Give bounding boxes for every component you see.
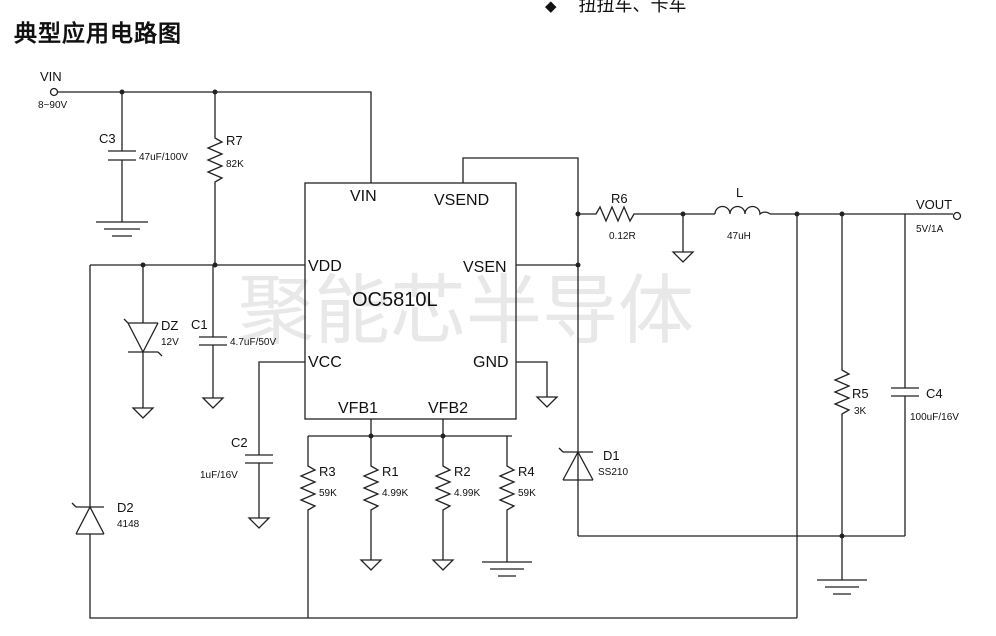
junction-dot — [212, 262, 218, 268]
r5-value: 3K — [854, 406, 867, 417]
vin-rail — [58, 91, 372, 183]
l-label: L — [736, 185, 743, 200]
r1-label: R1 — [382, 464, 399, 479]
vsend-wire — [462, 157, 579, 536]
chip-name: OC5810L — [352, 289, 438, 311]
zener-bend — [123, 318, 163, 357]
page-title: 典型应用电路图 — [14, 21, 182, 47]
r4-label: R4 — [518, 464, 535, 479]
r3-resistor — [299, 436, 317, 618]
ground-icon — [431, 559, 455, 571]
inductor-l — [714, 205, 771, 216]
pin-vcc: VCC — [308, 354, 342, 371]
d2-label: D2 — [117, 500, 134, 515]
c3-value: 47uF/100V — [139, 152, 188, 163]
pin-vsend: VSEND — [434, 192, 489, 209]
r4-resistor — [498, 436, 516, 562]
pin-vfb2: VFB2 — [428, 400, 468, 417]
watermark: 聚能芯半导体 — [238, 266, 694, 355]
ground-icon — [671, 251, 695, 263]
r7-label: R7 — [226, 133, 243, 148]
vout-value: 5V/1A — [916, 224, 944, 235]
r2-value: 4.99K — [454, 488, 480, 499]
d2-diode — [75, 265, 797, 619]
r2-label: R2 — [454, 464, 471, 479]
r4-value: 59K — [518, 488, 536, 499]
dz-zener-diode — [127, 265, 159, 408]
pin-vin: VIN — [350, 188, 377, 205]
r2-resistor — [434, 436, 452, 560]
top-bullet-item: ◆ 扭扭车、卡车 — [545, 0, 687, 17]
r3-label: R3 — [319, 464, 336, 479]
vin-terminal — [49, 87, 59, 97]
r5-resistor — [833, 214, 851, 580]
c2-label: C2 — [231, 435, 248, 450]
d1-value: SS210 — [598, 467, 628, 478]
pin-vsen: VSEN — [463, 259, 507, 276]
r1-resistor — [362, 436, 380, 560]
pin-gnd: GND — [473, 354, 509, 371]
vin-label: VIN — [40, 69, 62, 84]
vin-value: 8~90V — [38, 100, 68, 111]
dz-value: 12V — [161, 337, 179, 348]
junction-dot — [839, 533, 845, 539]
r7-value: 82K — [226, 159, 244, 170]
vfb-wires — [308, 419, 512, 437]
d2-bend — [71, 502, 77, 508]
pin-vdd: VDD — [308, 258, 342, 275]
vout-label: VOUT — [916, 197, 952, 212]
r6-label: R6 — [611, 191, 628, 206]
ground-icon — [201, 397, 225, 409]
c4-label: C4 — [926, 386, 943, 401]
pin-vfb1: VFB1 — [338, 400, 378, 417]
d1-diode — [562, 450, 594, 481]
d1-label: D1 — [603, 448, 620, 463]
r6-value: 0.12R — [609, 231, 636, 242]
r7-resistor — [206, 92, 224, 265]
r6-resistor — [578, 205, 715, 223]
ground-icon — [817, 579, 867, 595]
c1-capacitor — [199, 265, 227, 398]
bullet-text: 扭扭车、卡车 — [578, 0, 687, 16]
c3-label: C3 — [99, 131, 116, 146]
dz-label: DZ — [161, 318, 178, 333]
d2-value: 4148 — [117, 519, 140, 530]
r1-value: 4.99K — [382, 488, 408, 499]
vout-terminal — [952, 211, 962, 221]
gnd-wire — [516, 361, 548, 397]
c4-capacitor — [891, 214, 919, 536]
ground-icon — [131, 407, 155, 419]
c1-label: C1 — [191, 317, 208, 332]
diamond-bullet-icon: ◆ — [545, 0, 557, 15]
r3-value: 59K — [319, 488, 337, 499]
ground-icon — [359, 559, 383, 571]
c3-capacitor — [108, 92, 136, 222]
r5-label: R5 — [852, 386, 869, 401]
ground-icon — [535, 396, 559, 408]
l-value: 47uH — [727, 231, 751, 242]
junction-dot — [575, 262, 581, 268]
c2-capacitor — [245, 361, 305, 518]
ground-icon — [247, 517, 271, 529]
d1-bend — [558, 447, 564, 453]
c1-value: 4.7uF/50V — [230, 337, 276, 348]
ic-chip — [304, 182, 517, 420]
c2-value: 1uF/16V — [200, 470, 238, 481]
ground-icon — [482, 561, 532, 577]
ground-icon — [96, 221, 148, 237]
c4-value: 100uF/16V — [910, 412, 959, 423]
